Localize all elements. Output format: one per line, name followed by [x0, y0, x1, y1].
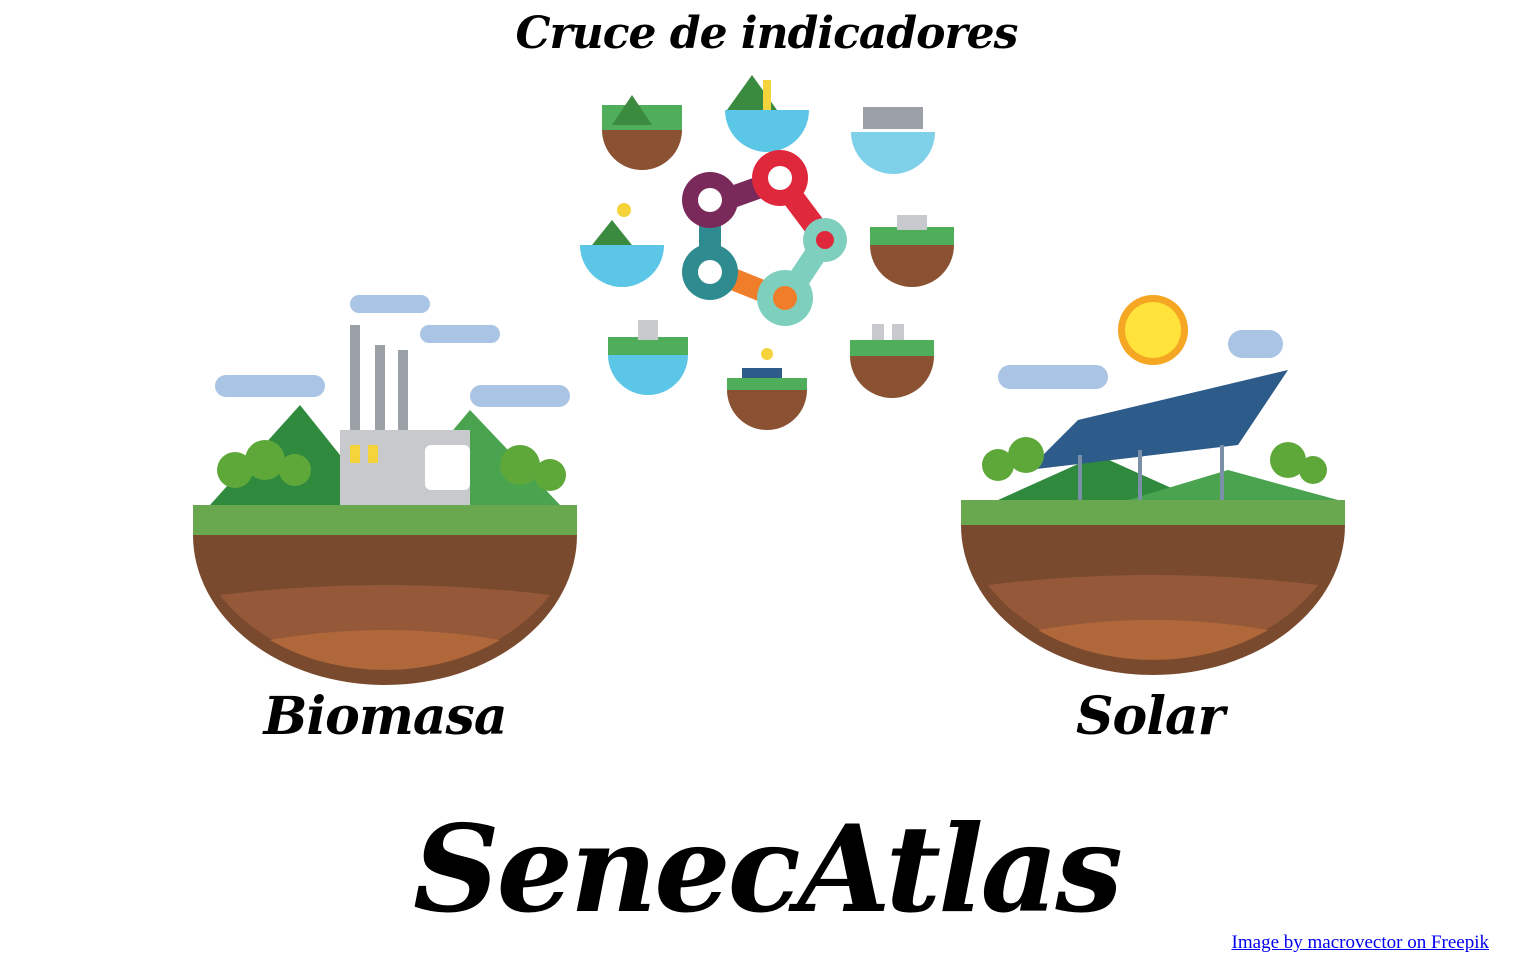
- mini-island-factory: [870, 215, 954, 287]
- cloud-icon: [998, 330, 1283, 389]
- solar-illustration[interactable]: [958, 285, 1348, 680]
- mini-island-sea: [580, 203, 664, 287]
- biomass-illustration[interactable]: [190, 295, 580, 690]
- credit-link[interactable]: Image by macrovector on Freepik: [1231, 932, 1489, 953]
- cloud-icon: [215, 295, 570, 407]
- solar-label[interactable]: Solar: [1075, 686, 1225, 747]
- tree-icon: [982, 437, 1327, 484]
- gear-chain-icon: [682, 150, 847, 326]
- cross-indicators-illustration[interactable]: [570, 60, 970, 440]
- sun-icon: [1118, 295, 1188, 365]
- factory-icon: [340, 325, 470, 510]
- solar-panel-icon: [1028, 370, 1288, 500]
- tree-icon: [217, 440, 566, 491]
- mini-island-geo: [608, 320, 688, 395]
- mini-island-dam: [851, 107, 935, 174]
- mini-island-solar: [727, 348, 807, 430]
- cross-indicators-title[interactable]: Cruce de indicadores: [515, 8, 1019, 59]
- mini-island-nuclear: [850, 324, 934, 398]
- brand-logo: SenecAtlas: [413, 799, 1123, 940]
- biomass-label[interactable]: Biomasa: [263, 686, 507, 747]
- mini-island-hydro-top: [725, 75, 809, 152]
- mini-island-wind: [602, 95, 682, 170]
